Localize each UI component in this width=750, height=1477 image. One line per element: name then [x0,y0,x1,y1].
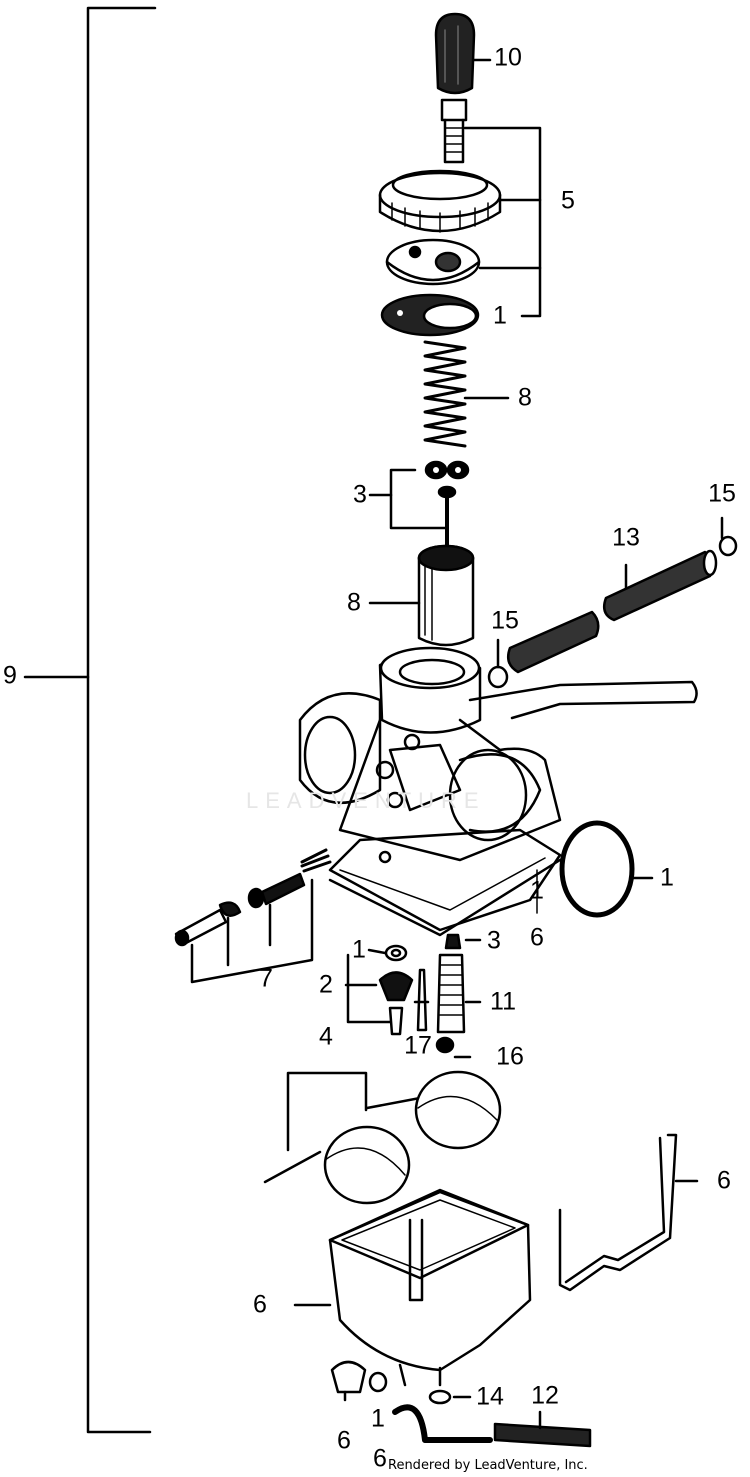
callout-1: 1 [660,863,674,892]
carburetor-body-part [300,648,697,935]
callout-1: 1 [530,876,544,905]
assembly-bracket [25,8,155,1432]
top-plate-part [387,240,479,284]
callout-1: 1 [493,301,507,330]
callout-13: 13 [612,523,640,552]
top-gasket-part [382,295,478,335]
callout-15: 15 [491,606,519,635]
render-credit: Rendered by LeadVenture, Inc. [388,1458,588,1473]
float-bowl-oring-part [562,823,652,915]
callout-14: 14 [476,1382,504,1411]
jet-parts [346,935,480,1057]
callout-8: 8 [347,588,361,617]
callout-2: 2 [319,970,333,999]
callout-9: 9 [3,661,17,690]
callout-6: 6 [337,1426,351,1455]
callout-1: 1 [371,1404,385,1433]
vent-hose-part [508,551,716,672]
float-bowl-part [295,1190,530,1385]
watermark-text: LEADVENTURE [246,788,486,813]
drain-parts [332,1362,590,1446]
cable-adjuster-part [442,100,466,162]
callout-8: 8 [518,383,532,412]
callout-6: 6 [717,1166,731,1195]
leader-bracket-5 [465,128,540,316]
callout-1: 1 [352,935,366,964]
callout-3: 3 [487,926,501,955]
top-cap-part [436,14,490,93]
callout-5: 5 [561,186,575,215]
throttle-spring-part [425,342,508,446]
pilot-screw-assembly-part [176,850,330,982]
callout-10: 10 [494,43,522,72]
float-assembly-part [265,1072,500,1203]
callout-7: 7 [259,964,273,993]
callout-15: 15 [708,479,736,508]
callout-11: 11 [490,987,516,1016]
callout-6: 6 [253,1290,267,1319]
carb-top-ring-part [380,171,500,232]
callout-16: 16 [496,1042,524,1071]
callout-3: 3 [353,480,367,509]
overflow-pipe-part [560,1135,697,1290]
callout-17: 17 [404,1031,432,1060]
throttle-slide-part [370,546,473,645]
callout-4: 4 [319,1022,333,1051]
callout-6: 6 [373,1444,387,1473]
hose-clip-part [489,518,736,687]
callout-6: 6 [530,923,544,952]
callout-12: 12 [531,1381,559,1410]
